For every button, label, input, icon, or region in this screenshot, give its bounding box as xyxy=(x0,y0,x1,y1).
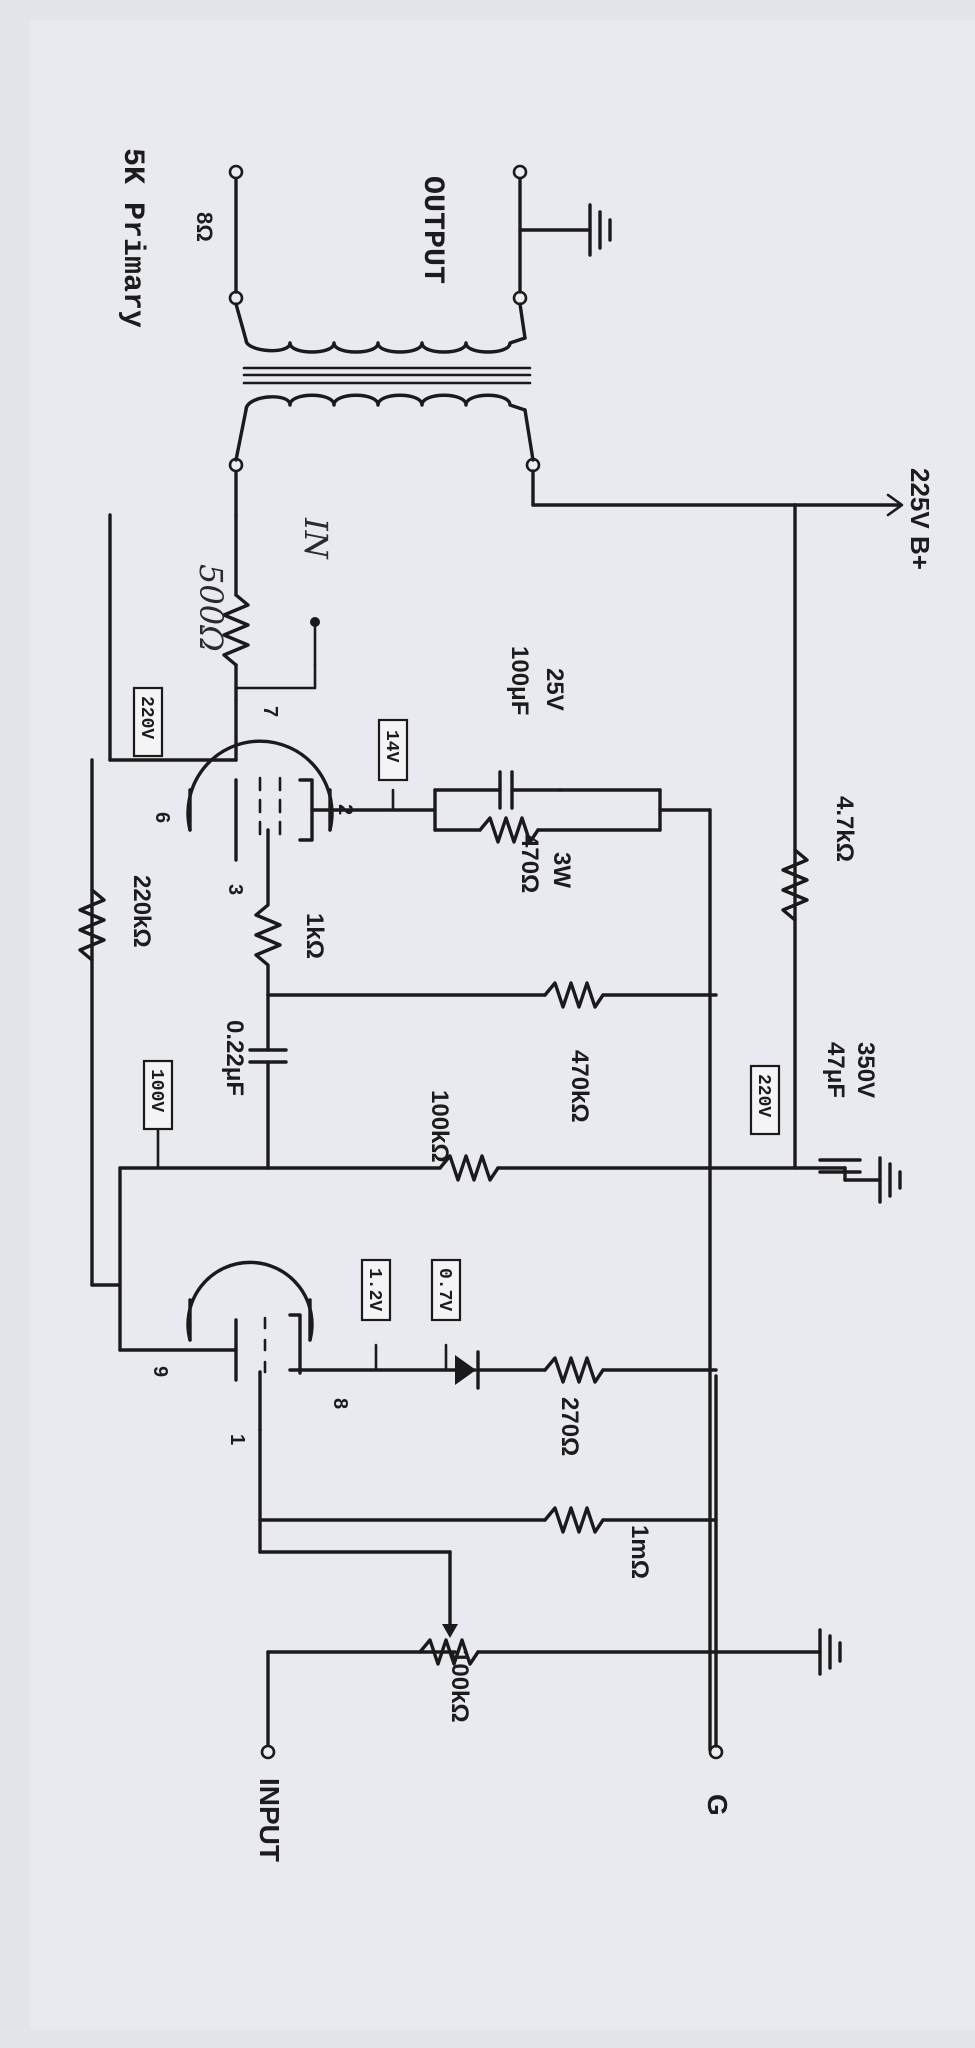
grid-res-label: 470kΩ xyxy=(566,1050,593,1123)
pin-v2-plate: 7 xyxy=(259,706,281,717)
ground-label: G xyxy=(702,1794,733,1816)
resistor-grid-leak xyxy=(258,1506,718,1534)
resistor-grid-stopper xyxy=(254,828,282,997)
svg-text:1.2V: 1.2V xyxy=(364,1268,384,1311)
bypass-cap-label: 100μF xyxy=(506,646,533,715)
volt-v2-cathode: 14V xyxy=(377,718,409,782)
bypass-capacitor xyxy=(433,770,562,810)
resistor-dropping xyxy=(781,848,809,922)
resistor-grid-470k xyxy=(266,981,718,1009)
grid-stopper-label: 1kΩ xyxy=(301,913,328,959)
potentiometer xyxy=(266,1550,718,1666)
svg-text:220V: 220V xyxy=(753,1074,773,1117)
pot-label: 100kΩ xyxy=(446,1650,473,1723)
output-transformer xyxy=(228,164,797,517)
pin-v1-grid: 1 xyxy=(226,1434,248,1445)
bypass-cap-voltage: 25V xyxy=(541,668,568,711)
cathode-diode xyxy=(298,1343,718,1390)
coupling-capacitor xyxy=(248,993,288,1170)
resistor-screen xyxy=(78,888,106,962)
dropping-res-label: 4.7kΩ xyxy=(831,796,858,862)
pin-v2-grid: 3 xyxy=(224,884,246,895)
chassis-ground-left xyxy=(714,1628,842,1676)
volt-v2-screen: 220V xyxy=(132,686,164,758)
cathode-res2-power: 3W xyxy=(548,852,575,888)
filter-capacitor xyxy=(818,1156,902,1204)
input-label: INPUT xyxy=(254,1778,285,1862)
svg-text:100V: 100V xyxy=(146,1069,166,1112)
coupling-cap-label: 0.22μF xyxy=(221,1020,248,1096)
tube-v1 xyxy=(118,1260,314,1432)
resistor-500 xyxy=(222,513,320,702)
pin-v2-screen: 6 xyxy=(151,812,173,823)
input-terminal xyxy=(260,1650,276,1760)
cathode-res2-label: 470Ω xyxy=(516,834,543,893)
tube-v2 xyxy=(108,513,334,862)
primary-label: 5K Primary xyxy=(115,148,149,328)
svg-text:220V: 220V xyxy=(136,696,156,739)
svg-text:14V: 14V xyxy=(381,730,401,763)
cathode-res-label: 270Ω xyxy=(556,1397,583,1456)
resistor-plate-load xyxy=(266,1154,847,1182)
screen-res-label: 220kΩ xyxy=(128,875,155,948)
output-label: OUTPUT xyxy=(415,176,449,284)
pin-v1-plate: 9 xyxy=(149,1366,171,1377)
volt-v1-plate: 100V xyxy=(142,1059,174,1131)
pin-v1-cathode: 8 xyxy=(329,1398,351,1409)
handwritten-in: IN xyxy=(297,517,335,560)
volt-v1-cathode: 0.7V xyxy=(430,1258,462,1322)
speaker-label: 8Ω xyxy=(192,212,217,242)
bplus-label: 225V B+ xyxy=(905,468,935,570)
pin-v2-cathode: 2 xyxy=(334,804,356,815)
svg-text:0.7V: 0.7V xyxy=(434,1268,454,1311)
filter-cap-voltage: 350V xyxy=(852,1042,879,1098)
volt-v1-grid: 1.2V xyxy=(360,1258,392,1322)
plate-load-label: 100kΩ xyxy=(426,1090,453,1163)
handwritten-500: 500Ω xyxy=(192,564,230,652)
ground-terminal xyxy=(708,1374,724,1760)
volt-supply: 220V xyxy=(749,1064,781,1136)
grid-leak-label: 1mΩ xyxy=(626,1525,653,1579)
filter-cap-label: 47μF xyxy=(822,1042,849,1098)
